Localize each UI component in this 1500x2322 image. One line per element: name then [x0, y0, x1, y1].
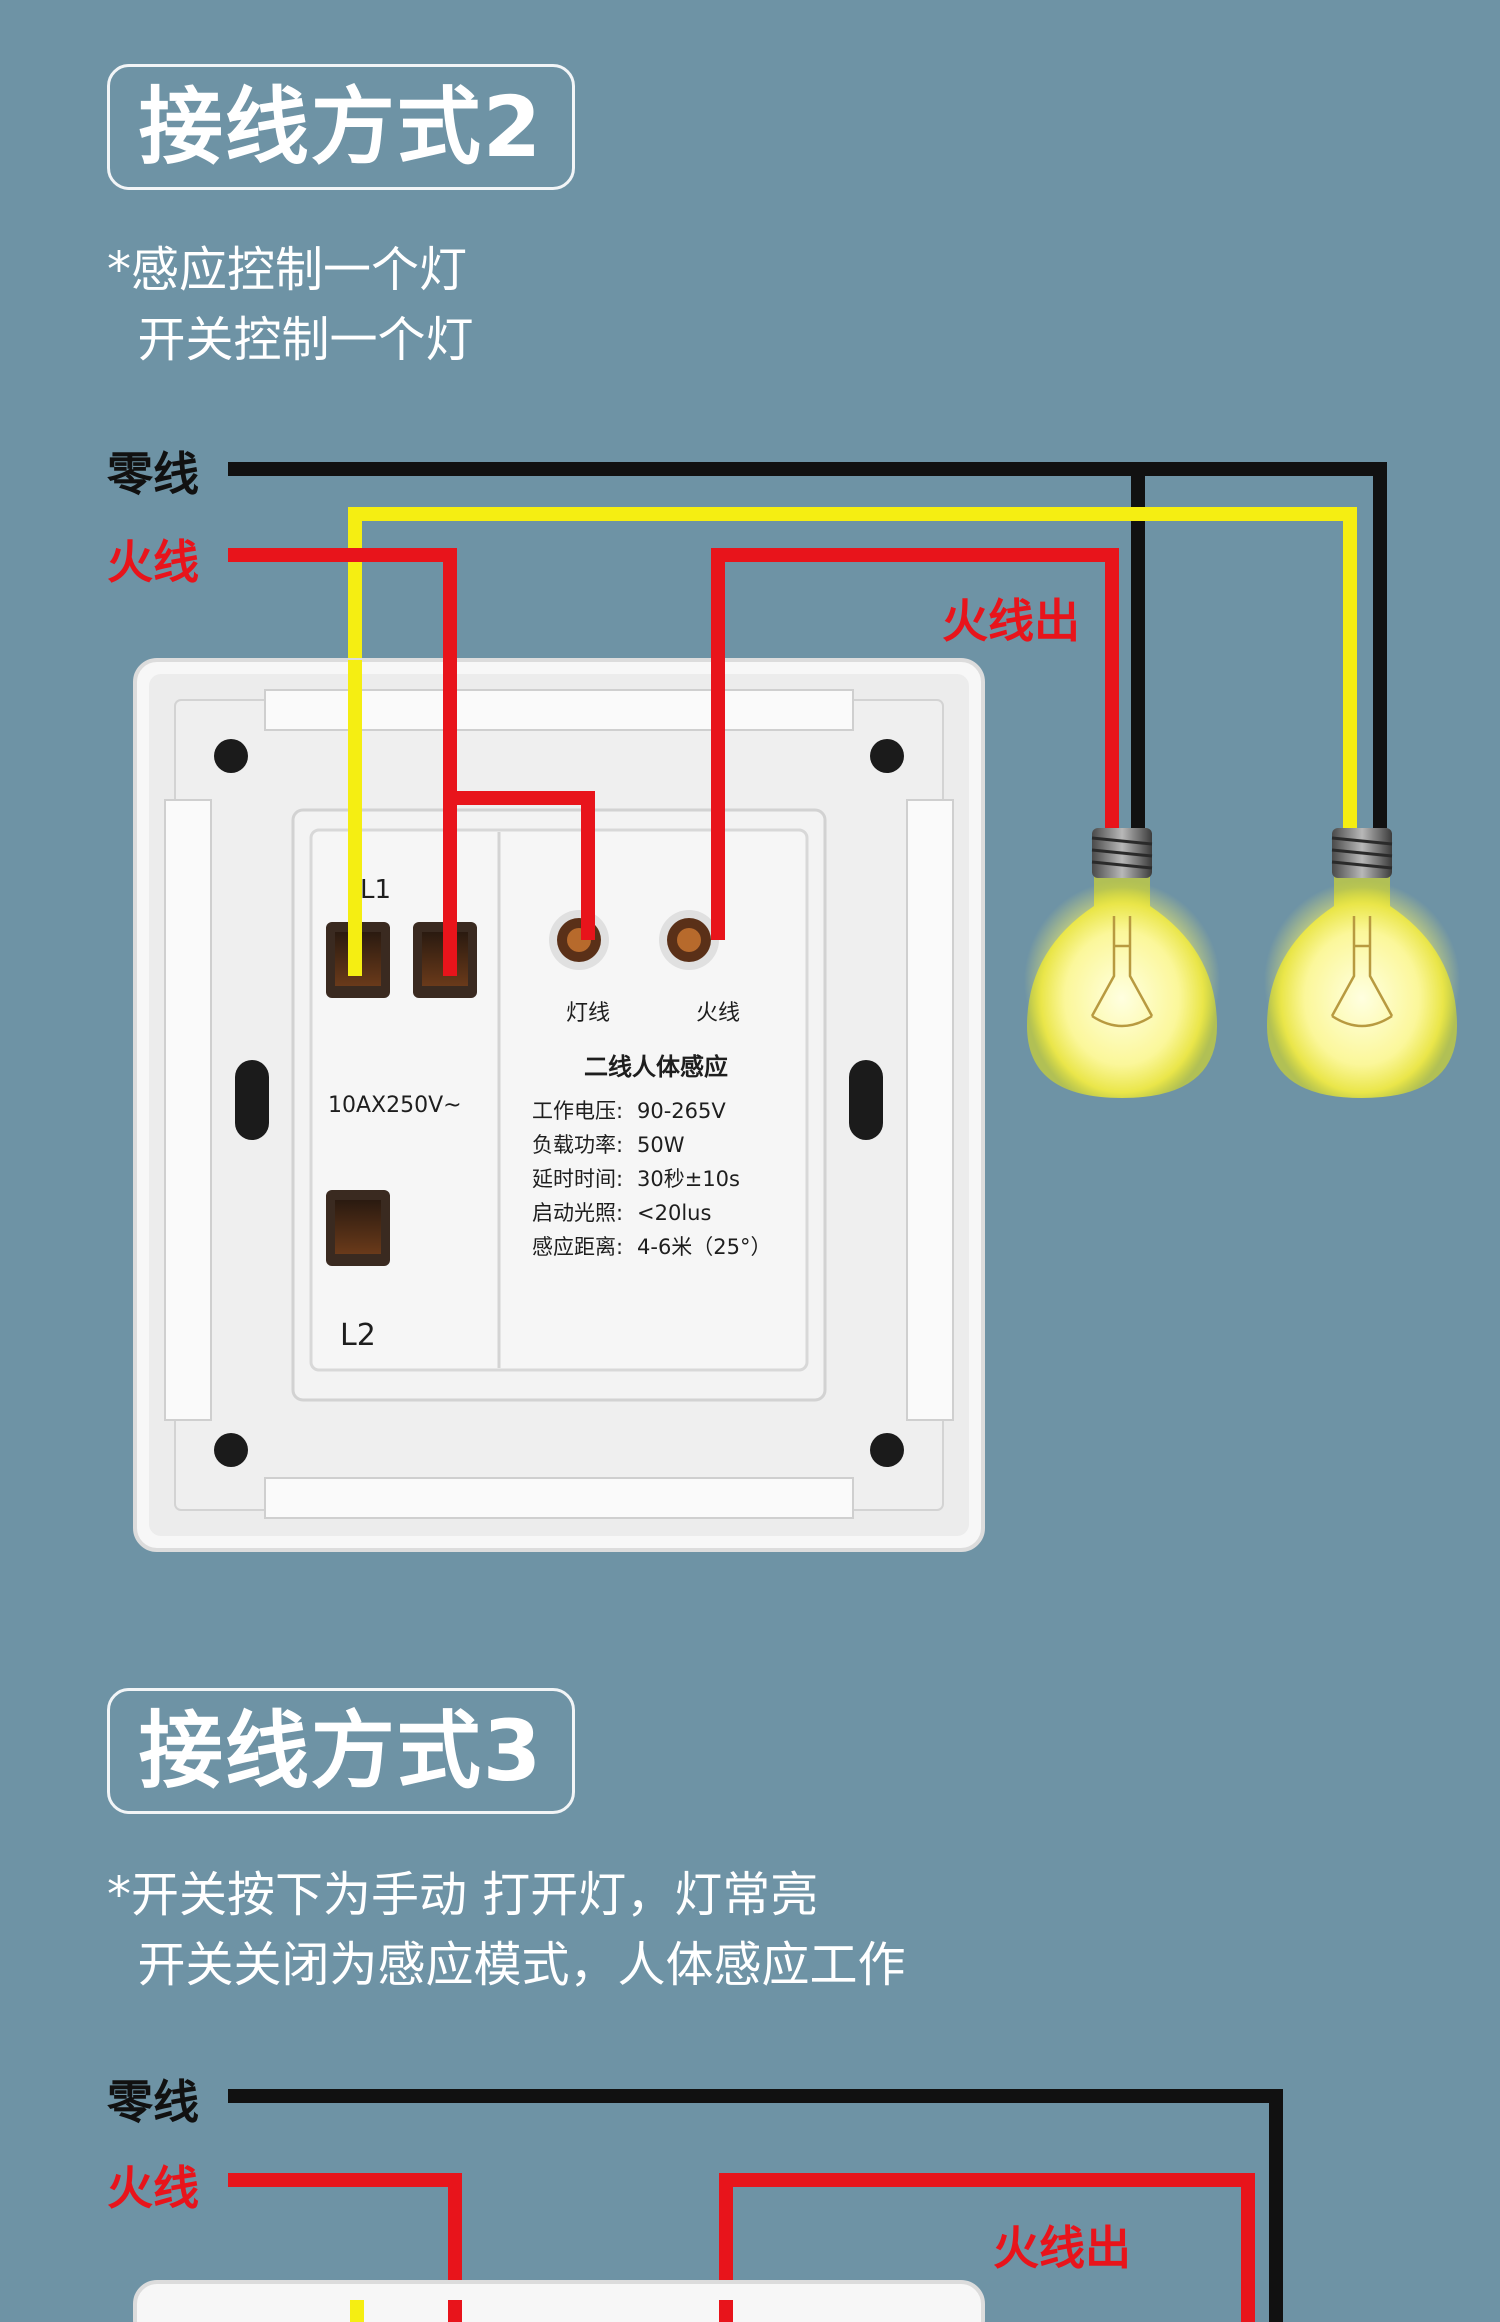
live-jumper-wire: [450, 791, 595, 940]
live-terminal-label: 火线: [696, 1001, 740, 1026]
section-2-neutral-label: 零线: [107, 447, 199, 501]
neutral-wire: [228, 462, 1387, 828]
section-3-neutral-label: 零线: [107, 2075, 199, 2129]
section-2-title: 接线方式2: [107, 64, 575, 190]
section-2-live-out-label: 火线出: [942, 594, 1080, 648]
section-3-live-label: 火线: [107, 2161, 199, 2215]
section-3-desc-line2: 开关关闭为感应模式，人体感应工作: [107, 1937, 906, 1993]
lamp-terminal-label: 灯线: [566, 1001, 610, 1026]
spec-light-value: <20lus: [637, 1201, 711, 1225]
spec-range-value: 4-6米（25°）: [637, 1235, 772, 1259]
section-3-desc-line1: *开关按下为手动 打开灯，灯常亮: [107, 1867, 819, 1923]
terminal-l1-label: L1: [360, 875, 391, 905]
section-3-neutral-wire: [228, 2089, 1283, 2322]
section-3-title: 接线方式3: [107, 1688, 575, 1814]
section-2-desc-line2: 开关控制一个灯: [107, 312, 474, 368]
section-3-live-out-wire: [719, 2173, 1255, 2322]
section-3-live-out-wire-panel: [719, 2300, 733, 2322]
section-2-live-label: 火线: [107, 535, 199, 589]
bulb-icon: [1022, 826, 1222, 1100]
spec-delay-value: 30秒±10s: [637, 1167, 740, 1191]
section-3-live-in-wire: [228, 2173, 462, 2322]
section-3-live-out-label: 火线出: [993, 2221, 1131, 2275]
live-out-wire: [711, 548, 1119, 940]
section-2-desc-line1: *感应控制一个灯: [107, 242, 468, 298]
rating-label: 10AX250V~: [328, 1093, 462, 1118]
spec-list: 工作电压: 90-265V 负载功率: 50W 延时时间: 30秒±10s 启动…: [532, 1099, 772, 1259]
spec-light-label: 启动光照:: [532, 1201, 623, 1225]
spec-power-label: 负载功率:: [532, 1133, 623, 1157]
section-3-panel-top: [133, 2280, 985, 2322]
spec-range-label: 感应距离:: [532, 1235, 623, 1259]
terminal-l2-label: L2: [340, 1318, 376, 1353]
live-in-wire: [228, 548, 457, 976]
spec-voltage-label: 工作电压:: [532, 1099, 623, 1123]
spec-power-value: 50W: [637, 1133, 685, 1157]
spec-title: 二线人体感应: [584, 1053, 728, 1081]
section-3-live-in-wire-panel: [448, 2300, 462, 2322]
spec-delay-label: 延时时间:: [532, 1167, 623, 1191]
spec-voltage-value: 90-265V: [637, 1099, 726, 1123]
section-3-switch-wire: [350, 2300, 364, 2322]
bulb-icon: [1262, 826, 1462, 1100]
